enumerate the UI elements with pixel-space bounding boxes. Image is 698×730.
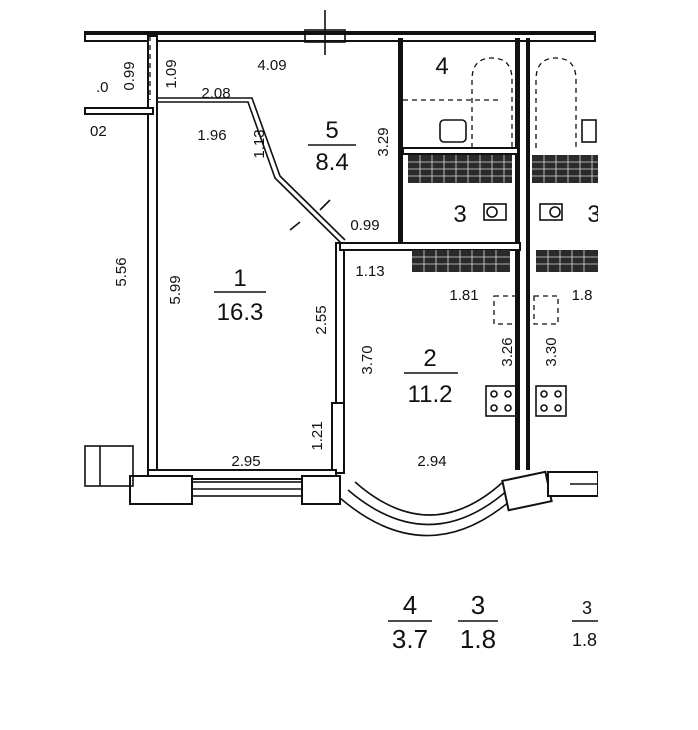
fixtures xyxy=(439,57,597,417)
partition-5-4 xyxy=(398,38,403,248)
door-swing-1 xyxy=(289,221,301,231)
partition-right xyxy=(515,38,520,470)
bathtub-left xyxy=(471,57,513,148)
bay-pier-right xyxy=(501,470,553,512)
room-5-area: 8.4 xyxy=(315,149,348,176)
dim-right-partial-1-8: 1.8 xyxy=(572,287,593,304)
bay-arc-inner xyxy=(354,481,504,516)
bath-wall xyxy=(402,147,519,155)
kitchen-sink-icon-right xyxy=(533,295,559,325)
dim-2-95: 2.95 xyxy=(231,453,260,470)
page-margin-right xyxy=(598,0,698,730)
legend-3-right-number: 3 xyxy=(582,598,592,618)
dim-1-81: 1.81 xyxy=(449,287,478,304)
vent-shaft-4 xyxy=(536,250,598,272)
sink-icon-right xyxy=(581,119,597,143)
legend-3-right-area: 1.8 xyxy=(572,630,597,650)
partition-1-2 xyxy=(335,242,345,404)
room-3-number: 3 xyxy=(453,201,466,228)
room-5-number: 5 xyxy=(325,117,338,144)
bottom-wall-left xyxy=(147,469,337,480)
room-4-number: 4 xyxy=(435,53,448,80)
legend-3-area: 1.8 xyxy=(460,624,496,654)
door-swing-2 xyxy=(319,199,331,211)
left-wall xyxy=(147,35,158,477)
partition-right-2 xyxy=(526,38,530,470)
toilet-icon xyxy=(486,206,498,218)
legend-3-number: 3 xyxy=(471,590,485,620)
walls xyxy=(84,10,599,537)
dim-5-99: 5.99 xyxy=(167,275,184,304)
dim-0-99-left: 0.99 xyxy=(121,61,138,90)
dim-0-99-mid: 0.99 xyxy=(350,217,379,234)
bathtub-right xyxy=(535,57,577,148)
left-neighbor-bottom xyxy=(84,445,134,487)
dim-3-29: 3.29 xyxy=(375,127,392,156)
toilet-tank-icon-right xyxy=(539,203,563,221)
dim-1-96: 1.96 xyxy=(197,127,226,144)
entry-door xyxy=(304,29,346,43)
diagonal-wall-outline xyxy=(157,101,341,245)
stove-icon-right xyxy=(535,385,567,417)
dim-1-13-h: 1.13 xyxy=(355,263,384,280)
bottom-pier-mid xyxy=(301,475,341,505)
dim-3-70: 3.70 xyxy=(359,345,376,374)
dim-2-94: 2.94 xyxy=(417,453,446,470)
left-neighbor-wall xyxy=(84,107,154,115)
vent-shafts xyxy=(408,155,598,272)
bay-arc-outer xyxy=(339,493,519,537)
dim-3-30: 3.30 xyxy=(543,337,560,366)
neighbor-room-3-number: 3 xyxy=(587,201,600,228)
room-labels: 1 16.3 2 11.2 3 4 5 8.4 3 xyxy=(214,53,601,408)
area-legend: 4 3.7 3 1.8 3 1.8 xyxy=(388,590,598,654)
bay-arc-mid xyxy=(347,487,511,526)
dim-2-55: 2.55 xyxy=(313,305,330,334)
legend-4-area: 3.7 xyxy=(392,624,428,654)
bottom-pier-left xyxy=(129,475,193,505)
room-2-number: 2 xyxy=(423,345,436,372)
room-1-area: 16.3 xyxy=(217,299,264,326)
dim-left-partial-02: 02 xyxy=(90,123,107,140)
toilet-tank-icon xyxy=(483,203,507,221)
dim-1-09: 1.09 xyxy=(163,59,180,88)
partition-1-2-lower xyxy=(331,402,345,474)
room-1-number: 1 xyxy=(233,265,246,292)
dim-3-26: 3.26 xyxy=(499,337,516,366)
sink-icon xyxy=(439,119,467,143)
toilet-icon-right xyxy=(549,206,561,218)
top-wall-line xyxy=(85,32,595,35)
corridor-wall xyxy=(339,242,521,251)
dim-left-partial-0: .0 xyxy=(96,79,109,96)
legend-4-number: 4 xyxy=(403,590,417,620)
room-2-area: 11.2 xyxy=(408,381,453,408)
dim-4-09: 4.09 xyxy=(257,57,286,74)
dimension-labels: .0 0.99 02 1.09 4.09 2.08 1.96 1.13 3.29… xyxy=(90,57,592,470)
dim-1-21: 1.21 xyxy=(309,421,326,450)
dim-2-08: 2.08 xyxy=(201,85,230,102)
dim-5-56: 5.56 xyxy=(113,257,130,286)
stove-icon xyxy=(485,385,517,417)
vent-shaft-3 xyxy=(412,250,510,272)
diagonal-wall-outline-2 xyxy=(157,97,346,241)
kitchen-sink-icon xyxy=(493,295,517,325)
dim-1-13-diag: 1.13 xyxy=(251,129,268,158)
